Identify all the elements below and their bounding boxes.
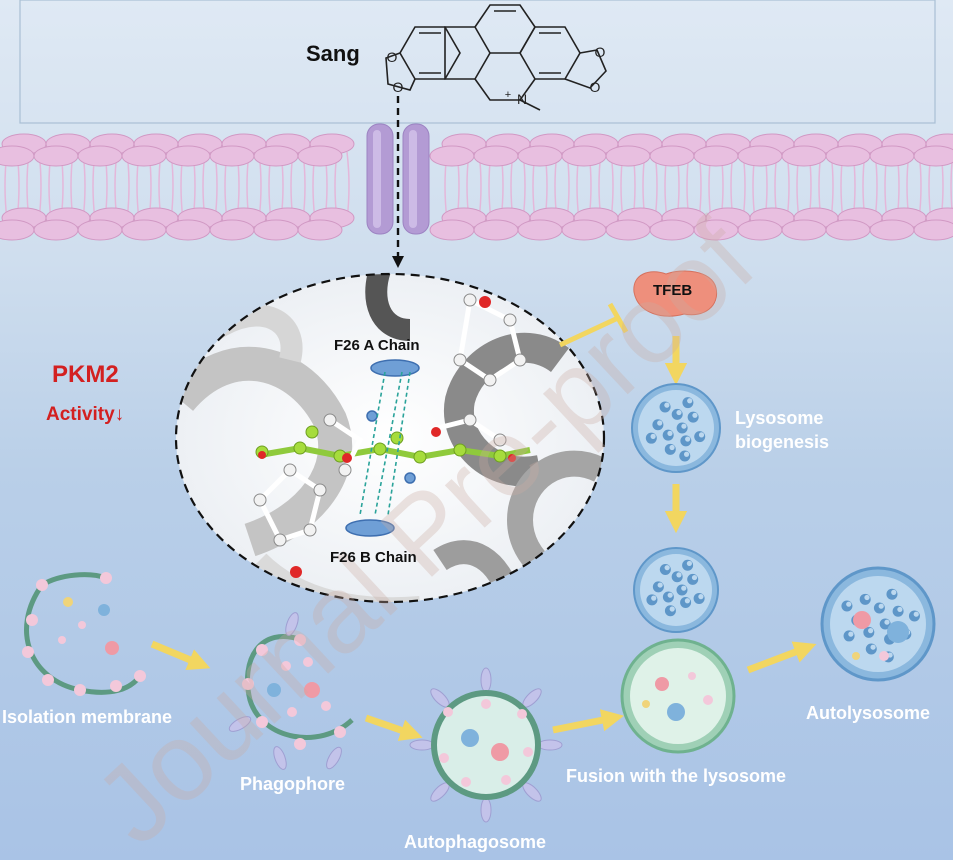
down-arrow-icon: ↓ bbox=[114, 404, 125, 425]
tfeb-label: TFEB bbox=[653, 282, 693, 299]
tfeb-shape bbox=[633, 270, 718, 317]
target-label: PKM2 bbox=[52, 361, 119, 388]
autophagosome bbox=[409, 667, 563, 823]
nitrogen-label: N bbox=[517, 91, 527, 107]
extracellular-box bbox=[19, 0, 936, 124]
lysosome bbox=[633, 547, 719, 633]
lysosome-biogenesis bbox=[631, 383, 721, 473]
charge-label: + bbox=[505, 89, 511, 101]
oxygen-label: O bbox=[393, 79, 404, 95]
inhibition-bar bbox=[607, 302, 629, 334]
oxygen-label: O bbox=[387, 49, 398, 65]
membrane-channel bbox=[366, 123, 430, 235]
activity-label: Activity↓ bbox=[46, 404, 125, 425]
autolysosome bbox=[820, 566, 936, 682]
inhibition-line bbox=[558, 315, 620, 348]
biogenesis-label: biogenesis bbox=[735, 432, 830, 452]
oxygen-label: O bbox=[595, 44, 606, 60]
residue-label-a: F26 A Chain bbox=[334, 337, 420, 354]
isolation-membrane bbox=[22, 572, 146, 696]
oxygen-label: O bbox=[590, 79, 601, 95]
sang-structure bbox=[385, 4, 607, 111]
compound-label: Sang bbox=[306, 41, 360, 66]
lysosome-label: Lysosome bbox=[735, 408, 824, 428]
phagophore-label: Phagophore bbox=[240, 774, 346, 794]
phagophore bbox=[228, 612, 354, 770]
lipid-bilayer bbox=[0, 133, 953, 241]
docking-view bbox=[174, 272, 606, 604]
flow-arrows bbox=[150, 336, 817, 741]
autophagosome-label: Autophagosome bbox=[404, 832, 546, 852]
fusion-vesicle bbox=[620, 638, 736, 754]
isolation-membrane-label: Isolation membrane bbox=[2, 707, 173, 727]
fusion-label: Fusion with the lysosome bbox=[566, 766, 787, 786]
autolysosome-label: Autolysosome bbox=[806, 703, 931, 723]
residue-label-b: F26 B Chain bbox=[330, 549, 417, 566]
